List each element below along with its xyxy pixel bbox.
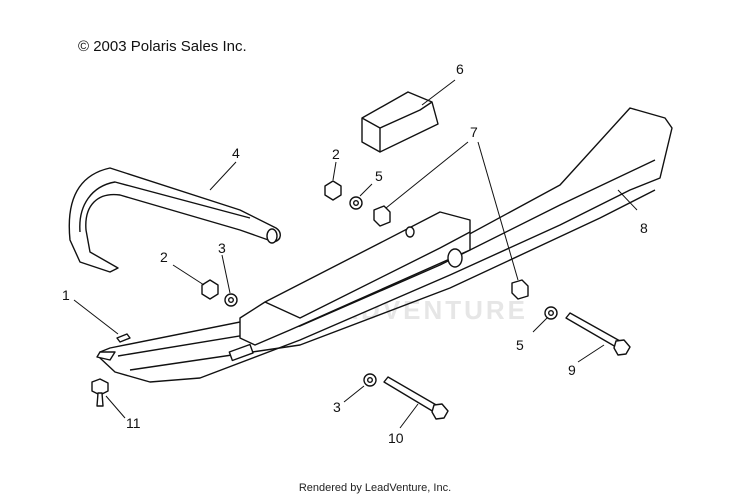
wear-pad-top [361, 101, 433, 129]
bushing-upper [373, 205, 391, 227]
nut-lower [201, 279, 219, 300]
callout-2-upper: 2 [332, 146, 340, 162]
copyright-text: © 2003 Polaris Sales Inc. [78, 38, 247, 55]
callout-7: 7 [470, 124, 478, 140]
loop-edge [79, 181, 251, 233]
callout-4: 4 [232, 145, 240, 161]
loop-end [266, 228, 278, 244]
callout-5-upper: 5 [375, 168, 383, 184]
leader-lines [73, 79, 638, 429]
washer-bottom-hole [367, 377, 374, 384]
callout-5-right: 5 [516, 337, 524, 353]
clip-1 [116, 333, 131, 343]
ski-tip-curl [96, 351, 116, 361]
nut-upper [324, 180, 342, 201]
bolt-9-head [613, 339, 631, 356]
loop-body [68, 167, 281, 273]
bolt-11-shank [96, 392, 104, 407]
callout-1: 1 [62, 287, 70, 303]
washer-right-hole [548, 310, 555, 317]
spindle-housing [239, 211, 471, 346]
ski-loop [68, 167, 281, 273]
bolt-9-shank [565, 312, 621, 348]
spindle-hole [447, 248, 463, 268]
callout-8: 8 [640, 220, 648, 236]
callout-9: 9 [568, 362, 576, 378]
wear-pad [361, 91, 439, 153]
ski [96, 107, 673, 383]
spindle-ridge [264, 231, 471, 319]
footer-text: Rendered by LeadVenture, Inc. [298, 482, 452, 494]
callout-3-lower: 3 [218, 240, 226, 256]
callout-10: 10 [388, 430, 404, 446]
bolt-11-head [91, 378, 109, 396]
spindle-hole-small [405, 226, 415, 238]
spindle-pocket [228, 343, 254, 362]
washer-upper-hole [353, 199, 360, 206]
bushing-lower [511, 279, 529, 300]
bolt-10-shank [383, 376, 439, 413]
wear-pad-body [361, 91, 439, 153]
bolt-10-head [431, 403, 449, 420]
washer-lower-left-hole [227, 297, 234, 304]
callout-11: 11 [126, 415, 141, 431]
callout-3-bottom: 3 [333, 399, 341, 415]
callout-6: 6 [456, 61, 464, 77]
callout-2-lower: 2 [160, 249, 168, 265]
